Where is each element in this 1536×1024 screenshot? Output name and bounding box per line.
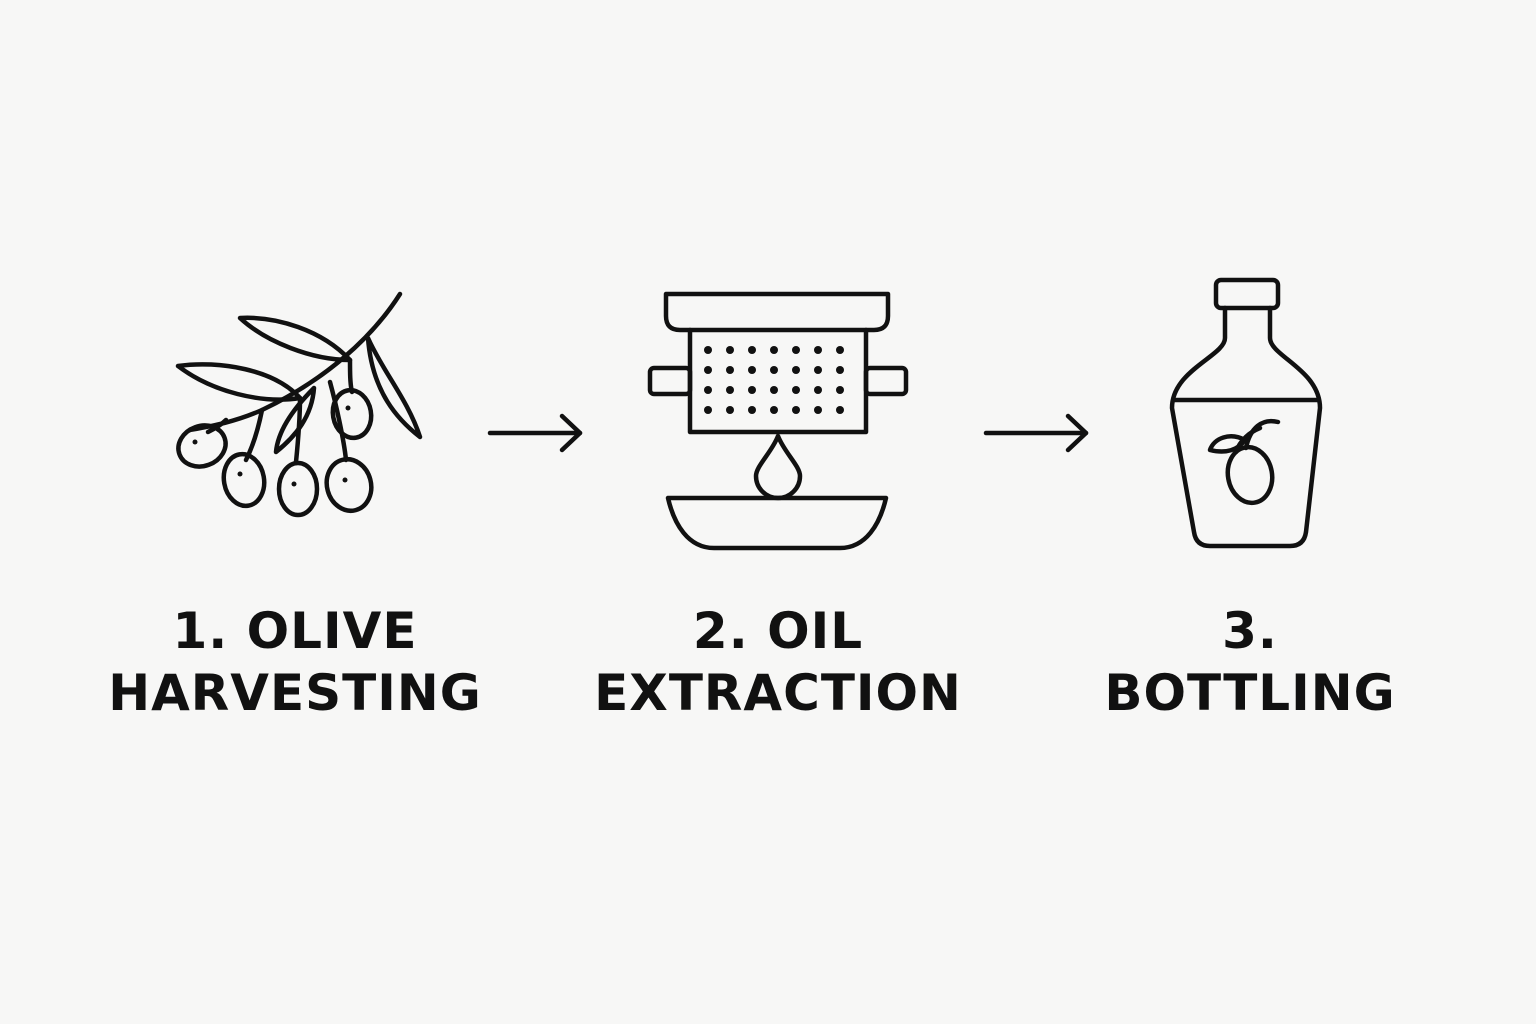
oil-press-icon — [647, 291, 909, 551]
step-2-label-line2: EXTRACTION — [594, 664, 962, 722]
oil-bottle-icon — [1169, 277, 1323, 549]
step-2-label: 2. OIL EXTRACTION — [568, 600, 988, 724]
step-1-label: 1. OLIVE HARVESTING — [85, 600, 505, 724]
step-1-label-line1: 1. OLIVE — [172, 602, 418, 660]
arrow-right-icon — [983, 413, 1089, 453]
arrow-right-icon — [487, 413, 583, 453]
step-1-label-line2: HARVESTING — [108, 664, 482, 722]
step-3-label: 3. BOTTLING — [1040, 600, 1460, 724]
press-holes — [704, 346, 844, 414]
step-3-label-line2: BOTTLING — [1104, 664, 1396, 722]
step-3-label-line1: 3. — [1222, 602, 1278, 660]
step-2-label-line1: 2. OIL — [692, 602, 864, 660]
olive-branch-icon — [175, 291, 423, 518]
